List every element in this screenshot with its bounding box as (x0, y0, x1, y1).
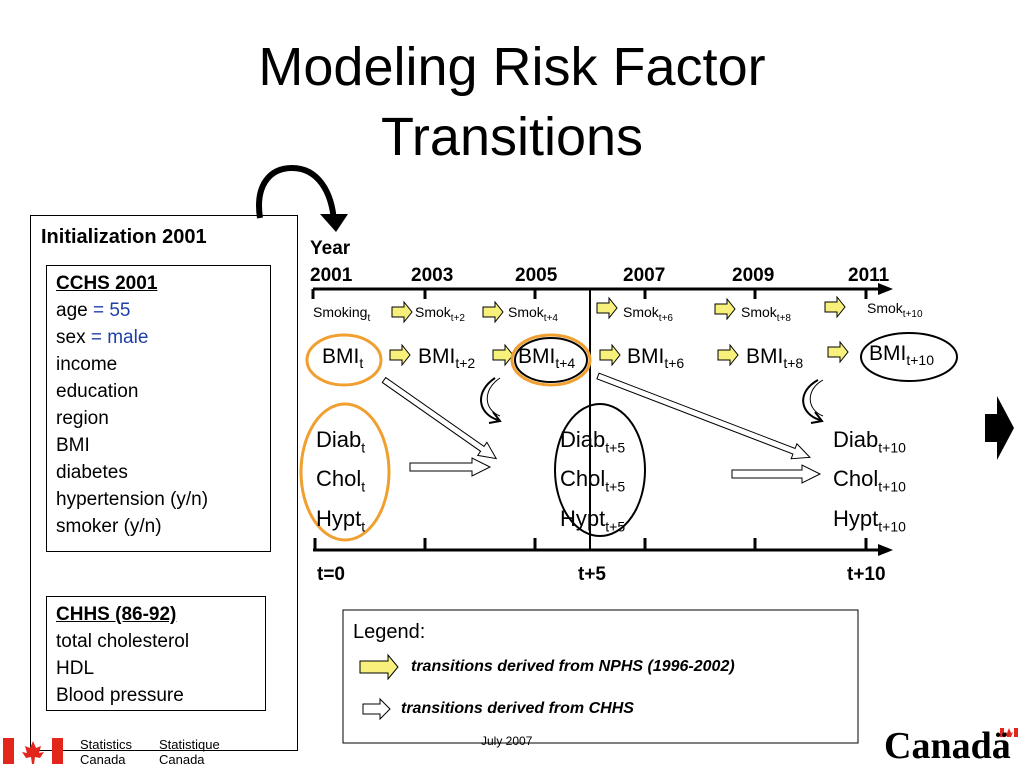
canada-wordmark-flag-icon (1000, 728, 1018, 737)
risk-group-t10: Diabt+10 Cholt+10 Hyptt+10 (833, 424, 906, 542)
diagonal-arrow (381, 376, 498, 460)
cchs-item: hypertension (y/n) (56, 489, 209, 510)
legend-box (342, 609, 859, 744)
canada-wordmark: Canadä (884, 725, 1011, 767)
loop-arrow-head (320, 214, 348, 232)
cchs-age: age = 55 (56, 300, 131, 321)
diab-label: Diabt+10 (833, 427, 906, 456)
risk-group-t5: Diabt+5 Cholt+5 Hyptt+5 (560, 424, 625, 542)
risk-t5-ellipse (554, 403, 646, 537)
bmi-t10-ellipse (860, 332, 958, 382)
canada-flag-icon (3, 738, 63, 764)
footer-date: July 2007 (481, 734, 533, 748)
year-2005: 2005 (515, 265, 558, 286)
year-label: Year (310, 238, 351, 259)
smoking-state: Smokt+2 (415, 304, 465, 324)
time-label-t10: t+10 (847, 564, 886, 585)
nphs-arrow (596, 296, 618, 320)
diab-label: Diabt (316, 427, 366, 456)
chhs-item: HDL (56, 658, 95, 679)
initialization-title: Initialization 2001 (41, 226, 207, 248)
curved-feedback-arrow-inner (809, 379, 824, 417)
cchs-item: diabetes (56, 462, 128, 483)
top-timeline-arrowhead (878, 283, 893, 295)
nphs-arrow (714, 297, 736, 321)
nphs-arrow (391, 300, 413, 324)
year-2011: 2011 (848, 265, 890, 286)
legend-chhs-arrow (362, 697, 391, 721)
legend-nphs-arrow (359, 653, 399, 681)
continue-arrow (985, 396, 1014, 460)
bmi-t-ellipse (305, 333, 383, 387)
smoking-state: Smokt+6 (623, 304, 673, 324)
year-2001: 2001 (310, 265, 353, 286)
chhs-arrow (731, 464, 822, 484)
curved-feedback-arrow-inner (486, 377, 501, 417)
loop-arrow (256, 164, 337, 223)
nphs-arrow (599, 343, 621, 367)
bmi-state: BMIt+8 (746, 345, 804, 372)
chhs-arrow (409, 457, 492, 477)
cchs-sex-value: = male (90, 327, 149, 348)
cchs-item: smoker (y/n) (56, 516, 162, 537)
cchs-sex: sex = male (56, 327, 149, 348)
year-2007: 2007 (623, 265, 666, 286)
bmi-t4-ellipse-black (514, 337, 588, 383)
time-label-t0: t=0 (317, 564, 345, 585)
bottom-timeline-arrowhead (878, 544, 893, 556)
legend-chhs-text: transitions derived from CHHS (401, 700, 634, 717)
smoking-state: Smokt+8 (741, 304, 791, 324)
chhs-box: CHHS (86-92) total cholesterol HDL Blood… (46, 596, 266, 711)
cchs-item: region (56, 408, 109, 429)
smoking-state: Smokt+4 (508, 304, 558, 324)
nphs-arrow (827, 340, 849, 364)
smoking-state: Smokingt (313, 304, 371, 324)
cchs-item: BMI (56, 435, 90, 456)
nphs-arrow (492, 343, 514, 367)
bmi-state: BMIt+10 (869, 342, 934, 369)
cchs-box: CCHS 2001 age = 55 sex = male income edu… (46, 265, 271, 552)
chol-label: Cholt+10 (833, 466, 906, 495)
title-line-2: Transitions (380, 107, 644, 167)
bmi-state: BMIt+6 (627, 345, 685, 372)
hypt-label: Hyptt+10 (833, 505, 906, 535)
chhs-item: Blood pressure (56, 685, 184, 706)
legend-nphs-text: transitions derived from NPHS (1996-2002… (411, 658, 735, 675)
nphs-arrow (717, 343, 739, 367)
year-2003: 2003 (411, 265, 454, 286)
bmi-state: BMIt+4 (518, 345, 576, 372)
cchs-title: CCHS 2001 (56, 273, 158, 294)
risk-t-ellipse (299, 402, 391, 542)
hypt-label: Hyptt (316, 505, 366, 535)
cchs-item: income (56, 354, 118, 375)
nphs-arrow (824, 295, 846, 319)
time-label-t5: t+5 (578, 564, 606, 585)
nphs-arrow (482, 300, 504, 324)
legend-title: Legend: (353, 621, 426, 643)
diagonal-arrow (596, 372, 812, 460)
bmi-t4-ellipse-orange (510, 333, 592, 387)
year-2009: 2009 (732, 265, 775, 286)
bmi-state: BMIt+2 (418, 345, 476, 372)
bmi-state: BMIt (322, 345, 364, 372)
title-line-1: Modeling Risk Factor (258, 37, 766, 97)
chhs-title: CHHS (86-92) (56, 604, 177, 625)
curved-feedback-arrow (480, 377, 502, 424)
nphs-arrow (389, 343, 411, 367)
risk-group-t: Diabt Cholt Hyptt (316, 424, 365, 542)
chol-label: Cholt (316, 466, 366, 495)
diab-label: Diabt+5 (560, 427, 626, 456)
cchs-item: education (56, 381, 139, 402)
curved-feedback-arrow (802, 379, 824, 424)
hypt-label: Hyptt+5 (560, 505, 626, 535)
smoking-state: Smokt+10 (867, 300, 923, 320)
chol-label: Cholt+5 (560, 466, 626, 495)
chhs-item: total cholesterol (56, 631, 190, 652)
cchs-age-value: = 55 (92, 300, 131, 321)
